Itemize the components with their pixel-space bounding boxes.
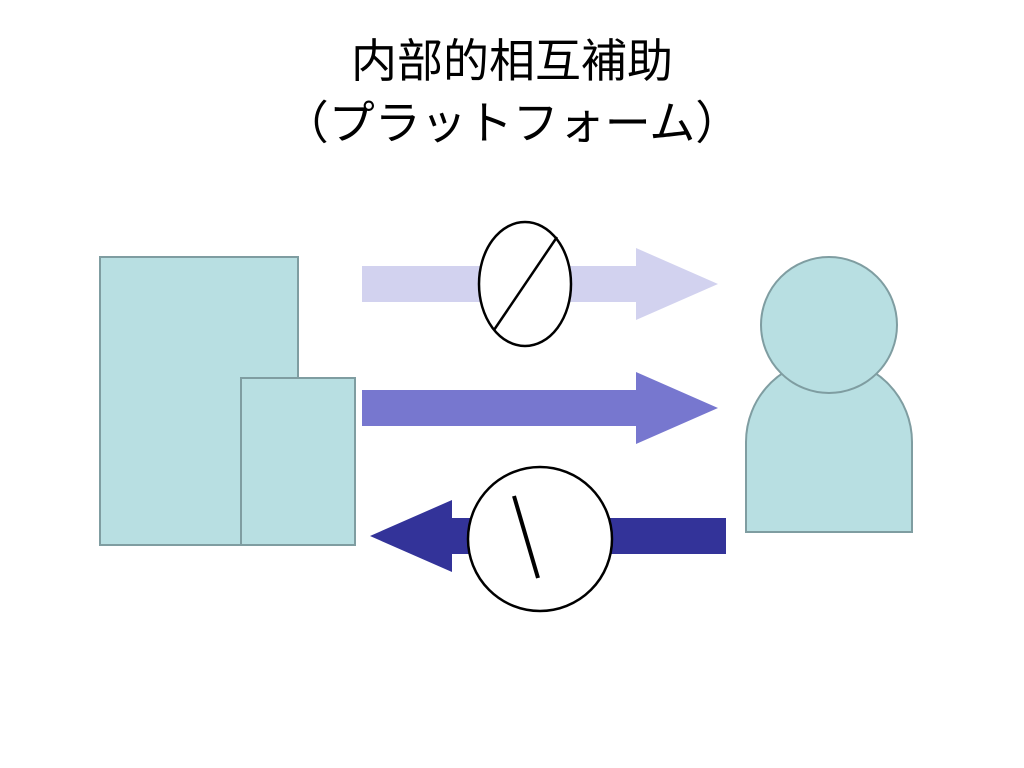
- slide-title: 内部的相互補助 （プラットフォーム）: [0, 30, 1024, 154]
- user-icon: [745, 256, 913, 533]
- backslash-circle-shape: [466, 465, 614, 613]
- middle-arrow: [362, 372, 718, 444]
- backslash-circle-icon: [466, 465, 614, 613]
- title-line-1: 内部的相互補助: [351, 34, 673, 88]
- slash-oval-stroke: [492, 236, 559, 331]
- backslash-circle-stroke: [512, 495, 540, 579]
- title-line-2: （プラットフォーム）: [282, 96, 742, 150]
- user-head: [760, 256, 898, 394]
- slash-oval-icon: [477, 220, 573, 348]
- platform-small-block: [240, 377, 356, 546]
